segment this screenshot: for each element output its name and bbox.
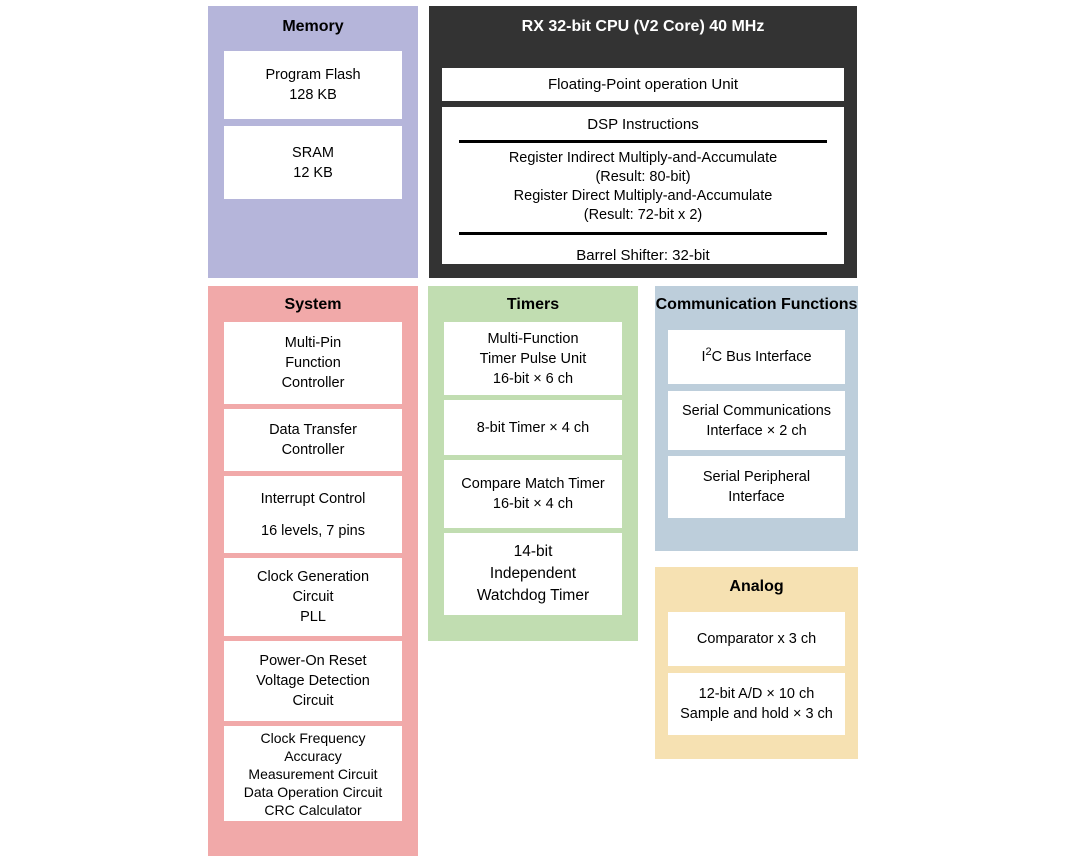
communication-item-2-line1: Serial Peripheral	[702, 469, 811, 485]
analog-item-0-line1: Comparator x 3 ch	[696, 631, 817, 647]
dsp-body-line3: Register Direct Multiply-and-Accumulate	[513, 188, 773, 204]
system-item-5-line4: Data Operation Circuit	[243, 783, 383, 800]
system-block-title: System	[284, 296, 342, 313]
dsp-body-line2: (Result: 80-bit)	[595, 169, 691, 185]
system-item-data-transfer-controller: Data Transfer Controller	[224, 409, 402, 471]
analog-item-1-line1: 12-bit A/D × 10 ch	[698, 686, 815, 702]
memory-item-sram-line1: SRAM	[292, 144, 334, 161]
cpu-item-fpu-label: Floating-Point operation Unit	[547, 75, 739, 93]
timers-item-3-line1: 14-bit	[513, 543, 553, 560]
communication-item-i2c-bus-interface: I2C Bus Interface	[668, 330, 845, 384]
cpu-block-title: RX 32-bit CPU (V2 Core) 40 MHz	[429, 17, 857, 36]
memory-block-title: Memory	[282, 18, 344, 35]
system-item-3-line3: PLL	[300, 609, 326, 625]
timers-item-0-line3: 16-bit × 6 ch	[492, 370, 574, 387]
cpu-item-dsp-body: Register Indirect Multiply-and-Accumulat…	[509, 143, 777, 232]
timers-item-2-line1: Compare Match Timer	[461, 476, 605, 492]
i2c-suffix: C Bus Interface	[711, 349, 812, 365]
system-item-5-line1: Clock Frequency	[260, 729, 366, 746]
system-item-5-line3: Measurement Circuit	[248, 765, 378, 782]
analog-block-title: Analog	[729, 578, 784, 595]
system-item-clock-frequency-accuracy: Clock Frequency Accuracy Measurement Cir…	[224, 726, 402, 821]
cpu-item-dsp-title: DSP Instructions	[587, 116, 699, 133]
system-item-multi-pin-function-controller: Multi-Pin Function Controller	[224, 322, 402, 404]
system-item-5-line5: CRC Calculator	[264, 801, 362, 818]
timers-block: Timers Multi-Function Timer Pulse Unit 1…	[428, 286, 638, 641]
timers-item-2-line2: 16-bit × 4 ch	[492, 496, 574, 512]
memory-item-sram-line2: 12 KB	[293, 164, 333, 181]
system-block: System Multi-Pin Function Controller Dat…	[208, 286, 418, 856]
timers-item-3-line2: Independent	[489, 565, 577, 582]
system-item-3-line1: Clock Generation	[256, 569, 370, 585]
system-item-3-line2: Circuit	[292, 589, 334, 605]
timers-item-3-line3: Watchdog Timer	[476, 587, 590, 604]
memory-item-sram: SRAM 12 KB	[224, 126, 402, 199]
cpu-item-barrel-shifter: Barrel Shifter: 32-bit	[576, 247, 710, 264]
communication-item-0-line1: I2C Bus Interface	[701, 347, 811, 367]
system-item-clock-generation-circuit: Clock Generation Circuit PLL	[224, 558, 402, 636]
system-item-0-line2: Function	[285, 355, 341, 371]
analog-item-1-line2: Sample and hold × 3 ch	[680, 706, 833, 722]
timers-item-mtpu: Multi-Function Timer Pulse Unit 16-bit ×…	[444, 322, 622, 395]
dsp-body-line4: (Result: 72-bit x 2)	[583, 207, 703, 223]
timers-item-watchdog-timer: 14-bit Independent Watchdog Timer	[444, 533, 622, 615]
i2c-prefix: I	[701, 349, 706, 365]
system-item-4-line1: Power-On Reset	[259, 653, 367, 669]
cpu-item-fpu: Floating-Point operation Unit	[442, 68, 844, 101]
dsp-body-line1: Register Indirect Multiply-and-Accumulat…	[508, 150, 778, 166]
system-item-1-line2: Controller	[281, 442, 345, 458]
communication-block-title-line1: Communication	[655, 296, 777, 313]
system-item-5-line2: Accuracy	[284, 747, 342, 764]
timers-item-8bit-timer: 8-bit Timer × 4 ch	[444, 400, 622, 455]
communication-item-1-line1: Serial Communications	[681, 402, 832, 419]
communication-item-serial-peripheral-interface: Serial Peripheral Interface	[668, 456, 845, 518]
system-item-4-line2: Voltage Detection	[256, 673, 370, 689]
timers-item-0-line2: Timer Pulse Unit	[479, 350, 587, 367]
analog-block: Analog Comparator x 3 ch 12-bit A/D × 10…	[655, 567, 858, 759]
communication-block-title: Communication Functions	[655, 295, 858, 314]
cpu-item-dsp: DSP Instructions Register Indirect Multi…	[442, 107, 844, 264]
system-item-2-line1: Interrupt Control	[260, 490, 366, 507]
communication-item-2-line2: Interface	[728, 489, 785, 505]
system-item-1-line1: Data Transfer	[269, 422, 357, 438]
timers-item-compare-match-timer: Compare Match Timer 16-bit × 4 ch	[444, 460, 622, 528]
cpu-block-title-line1: RX 32-bit CPU (V2 Core)	[521, 18, 705, 35]
dsp-divider-bottom	[459, 232, 827, 235]
communication-item-1-line2: Interface × 2 ch	[706, 422, 807, 439]
communication-block-title-line2: Functions	[780, 296, 858, 313]
timers-item-0-line1: Multi-Function	[487, 330, 579, 347]
memory-item-program-flash-line1: Program Flash	[265, 67, 361, 83]
communication-block: Communication Functions I2C Bus Interfac…	[655, 286, 858, 551]
dsp-divider-top	[459, 140, 827, 143]
timers-item-1-line1: 8-bit Timer × 4 ch	[476, 419, 590, 436]
analog-item-comparator: Comparator x 3 ch	[668, 612, 845, 666]
analog-item-ad-converter: 12-bit A/D × 10 ch Sample and hold × 3 c…	[668, 673, 845, 735]
cpu-block: RX 32-bit CPU (V2 Core) 40 MHz Floating-…	[429, 6, 857, 278]
communication-item-serial-communications-interface: Serial Communications Interface × 2 ch	[668, 391, 845, 450]
system-item-0-line3: Controller	[281, 375, 345, 391]
system-item-power-on-reset: Power-On Reset Voltage Detection Circuit	[224, 641, 402, 721]
system-item-0-line1: Multi-Pin	[284, 335, 342, 351]
timers-block-title: Timers	[506, 296, 560, 313]
i2c-superscript: 2	[705, 346, 712, 359]
system-item-4-line3: Circuit	[292, 693, 334, 709]
system-item-2-line2: 16 levels, 7 pins	[261, 522, 365, 539]
cpu-block-title-line2: 40 MHz	[709, 18, 765, 35]
system-item-interrupt-control: Interrupt Control 16 levels, 7 pins	[224, 476, 402, 553]
memory-item-program-flash: Program Flash 128 KB	[224, 51, 402, 119]
memory-item-program-flash-line2: 128 KB	[289, 87, 337, 103]
memory-block: Memory Program Flash 128 KB SRAM 12 KB	[208, 6, 418, 278]
